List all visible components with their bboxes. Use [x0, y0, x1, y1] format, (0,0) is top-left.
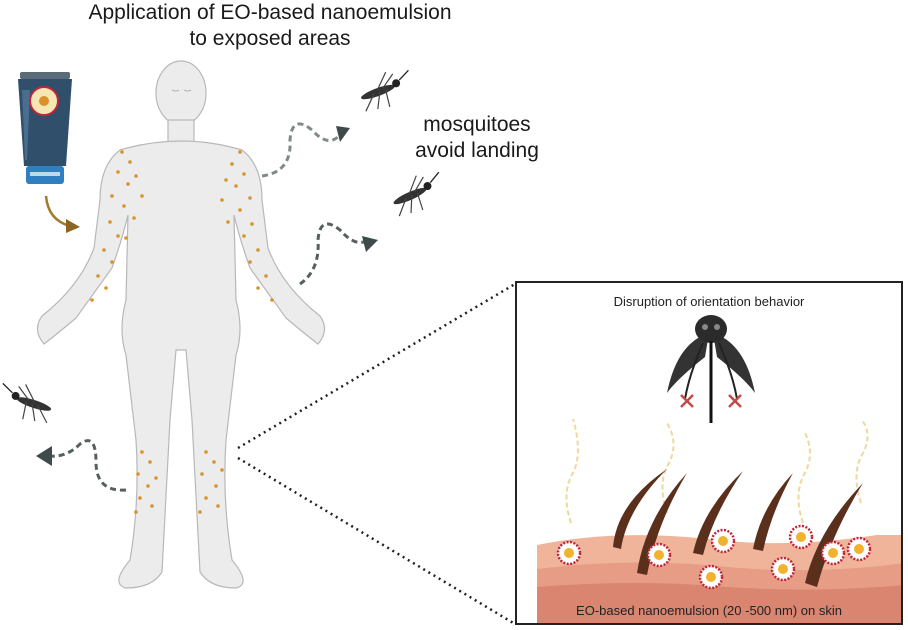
droplet-dot [134, 510, 138, 514]
droplet-dot [256, 286, 260, 290]
droplet-dot [248, 260, 252, 264]
droplet-dot [220, 468, 224, 472]
droplet-dot [264, 274, 268, 278]
applied-droplets [90, 150, 274, 514]
inset-panel: Disruption of orientation behavior [515, 281, 903, 625]
apply-arrowhead-icon [66, 219, 80, 233]
nanoparticle-icon [846, 536, 872, 562]
droplet-dot [230, 162, 234, 166]
droplet-dot [96, 274, 100, 278]
arrowhead-icon [362, 236, 378, 252]
main-title-line2: to exposed areas [189, 27, 351, 50]
droplet-dot [110, 194, 114, 198]
droplet-dot [234, 184, 238, 188]
droplet-dot [108, 220, 112, 224]
nanoparticle-icon [646, 542, 672, 568]
droplet-dot [200, 472, 204, 476]
inset-title: Disruption of orientation behavior [613, 294, 805, 309]
droplet-dot [220, 198, 224, 202]
zoom-lines [237, 282, 516, 626]
droplet-dot [242, 172, 246, 176]
droplet-dot [146, 484, 150, 488]
mosquito-note-line2: avoid landing [415, 139, 539, 162]
nanoparticles [556, 524, 872, 590]
droplet-dot [140, 194, 144, 198]
mosquito-icon [361, 69, 409, 112]
droplet-dot [154, 476, 158, 480]
nanoparticle-icon [820, 540, 846, 566]
inset-caption: EO-based nanoemulsion (20 -500 nm) on sk… [576, 603, 842, 618]
human-body [36, 60, 326, 589]
droplet-dot [126, 182, 130, 186]
nanoparticle-icon [770, 556, 796, 582]
droplet-dot [132, 216, 136, 220]
droplet-dot [122, 204, 126, 208]
skin-illustration [537, 315, 901, 623]
droplet-dot [242, 234, 246, 238]
droplet-dot [120, 150, 124, 154]
droplet-dot [138, 496, 142, 500]
mosquito-note-line1: mosquitoes [423, 113, 531, 136]
scent-plumes [565, 418, 869, 524]
droplet-dot [212, 460, 216, 464]
mosquito-icon [2, 382, 52, 424]
droplet-dot [104, 286, 108, 290]
droplet-dot [136, 472, 140, 476]
nanoparticle-icon [556, 540, 582, 566]
mosquito-note: mosquitoes avoid landing [392, 112, 562, 164]
droplet-dot [238, 208, 242, 212]
droplet-dot [226, 220, 230, 224]
nanoparticle-icon [698, 564, 724, 590]
droplet-dot [248, 196, 252, 200]
droplet-dot [214, 484, 218, 488]
droplet-dot [204, 450, 208, 454]
main-title: Application of EO-based nanoemulsion to … [40, 0, 500, 52]
droplet-dot [102, 248, 106, 252]
droplet-dot [128, 160, 132, 164]
droplet-dot [116, 234, 120, 238]
droplet-dot [270, 298, 274, 302]
main-title-line1: Application of EO-based nanoemulsion [88, 1, 452, 24]
droplet-dot [204, 496, 208, 500]
droplet-dot [250, 222, 254, 226]
lotion-tube-icon [18, 72, 72, 184]
droplet-dot [116, 170, 120, 174]
droplet-dot [150, 504, 154, 508]
arrowhead-icon [336, 126, 350, 142]
droplet-dot [90, 298, 94, 302]
droplet-dot [216, 504, 220, 508]
droplet-dot [238, 150, 242, 154]
mosquito-avoid-arrows [47, 122, 369, 492]
mosquito-icon [393, 171, 440, 217]
nanoparticle-icon [710, 528, 736, 554]
arrowhead-icon [36, 446, 52, 466]
nanoparticle-icon [788, 524, 814, 550]
droplet-dot [110, 260, 114, 264]
droplet-dot [256, 248, 260, 252]
droplet-dot [134, 174, 138, 178]
mosquito-head-icon [667, 315, 755, 423]
droplet-dot [148, 460, 152, 464]
droplet-dot [140, 450, 144, 454]
droplet-dot [124, 236, 128, 240]
droplet-dot [224, 178, 228, 182]
droplet-dot [198, 510, 202, 514]
